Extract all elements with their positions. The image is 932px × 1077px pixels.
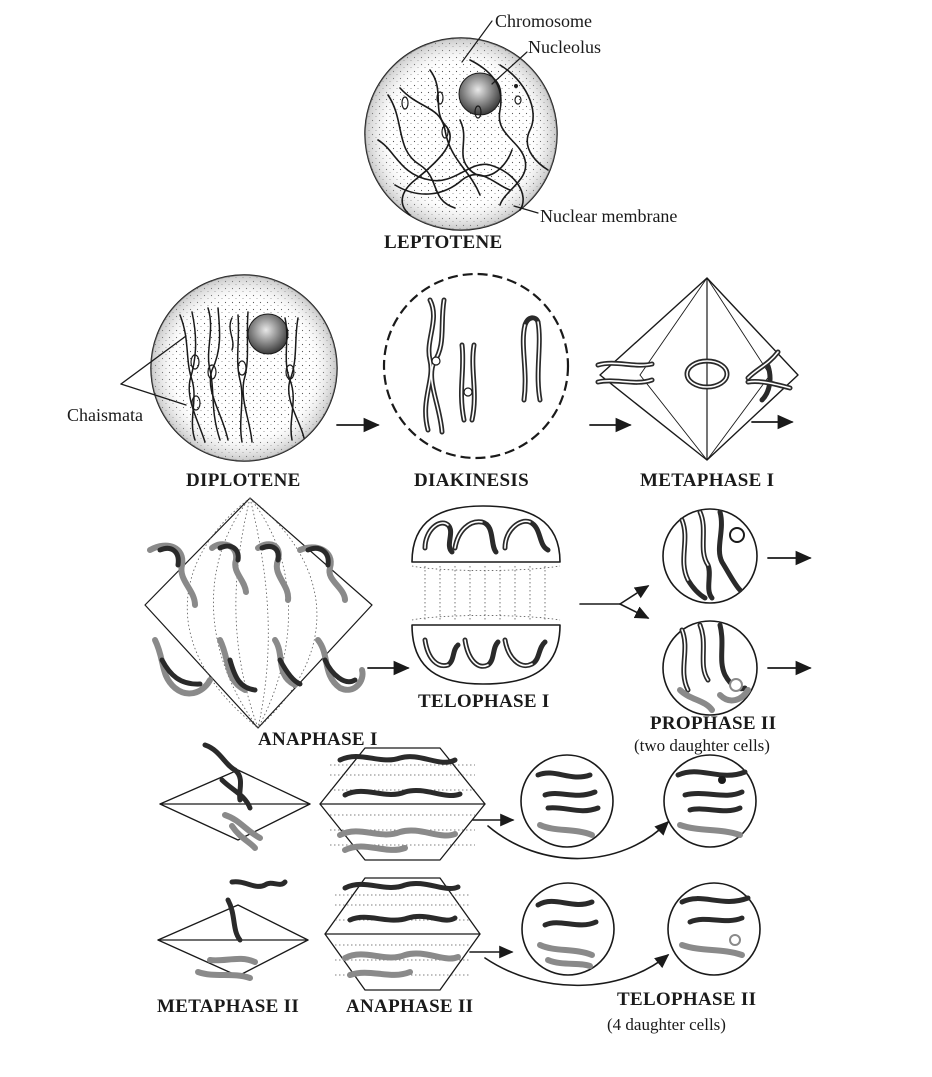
prophase2-note: (two daughter cells) xyxy=(634,736,770,755)
nucleolus-label: Nucleolus xyxy=(528,37,601,57)
chromosome-label: Chromosome xyxy=(495,11,592,31)
diplotene-title: DIPLOTENE xyxy=(186,470,301,491)
metaphase2-title: METAPHASE II xyxy=(157,996,299,1017)
nuclear-membrane-label: Nuclear membrane xyxy=(540,206,677,226)
diakinesis-cell: DIAKINESIS xyxy=(384,274,568,491)
telophase1-cell: TELOPHASE I xyxy=(412,506,560,712)
diakinesis-title: DIAKINESIS xyxy=(414,470,529,491)
metaphase1-title: METAPHASE I xyxy=(640,470,774,491)
metaphase1-bivalents xyxy=(598,352,790,400)
anaphase1-chromosomes xyxy=(150,544,363,693)
telophase2-note: (4 daughter cells) xyxy=(607,1015,726,1034)
anaphase1-title: ANAPHASE I xyxy=(258,729,378,750)
prophase2-cell-upper xyxy=(663,509,757,603)
leptotene-title: LEPTOTENE xyxy=(384,232,503,253)
diplotene-cell: Chaismata DIPLOTENE xyxy=(67,275,337,491)
metaphase2-upper xyxy=(160,745,310,848)
diplotene-nucleus-shade xyxy=(151,275,337,461)
telophase2-title: TELOPHASE II xyxy=(617,989,756,1010)
prophase2-title: PROPHASE II xyxy=(650,713,776,734)
arrow-telophase1-split xyxy=(580,586,648,618)
telophase2-cell-d xyxy=(668,883,760,975)
diplotene-nucleolus xyxy=(248,314,288,354)
anaphase2-lower xyxy=(325,878,480,990)
anaphase2-title: ANAPHASE II xyxy=(346,996,473,1017)
chaismata-label: Chaismata xyxy=(67,405,143,425)
telophase1-spindle-remnant xyxy=(412,566,560,620)
telophase2-cell-b xyxy=(664,755,756,847)
telophase2-cell-a xyxy=(521,755,613,847)
telophase1-chromosomes xyxy=(425,521,548,666)
anaphase2-upper xyxy=(320,748,485,860)
telophase1-title: TELOPHASE I xyxy=(418,691,550,712)
leptotene-cell: Chromosome Nucleolus Nuclear membrane LE… xyxy=(365,11,677,253)
metaphase2-lower xyxy=(158,882,308,978)
anaphase1-cell: ANAPHASE I xyxy=(145,498,378,750)
prophase2-cell-lower xyxy=(663,621,757,715)
metaphase1-cell: METAPHASE I xyxy=(598,278,798,491)
telophase2-cell-c xyxy=(522,883,614,975)
